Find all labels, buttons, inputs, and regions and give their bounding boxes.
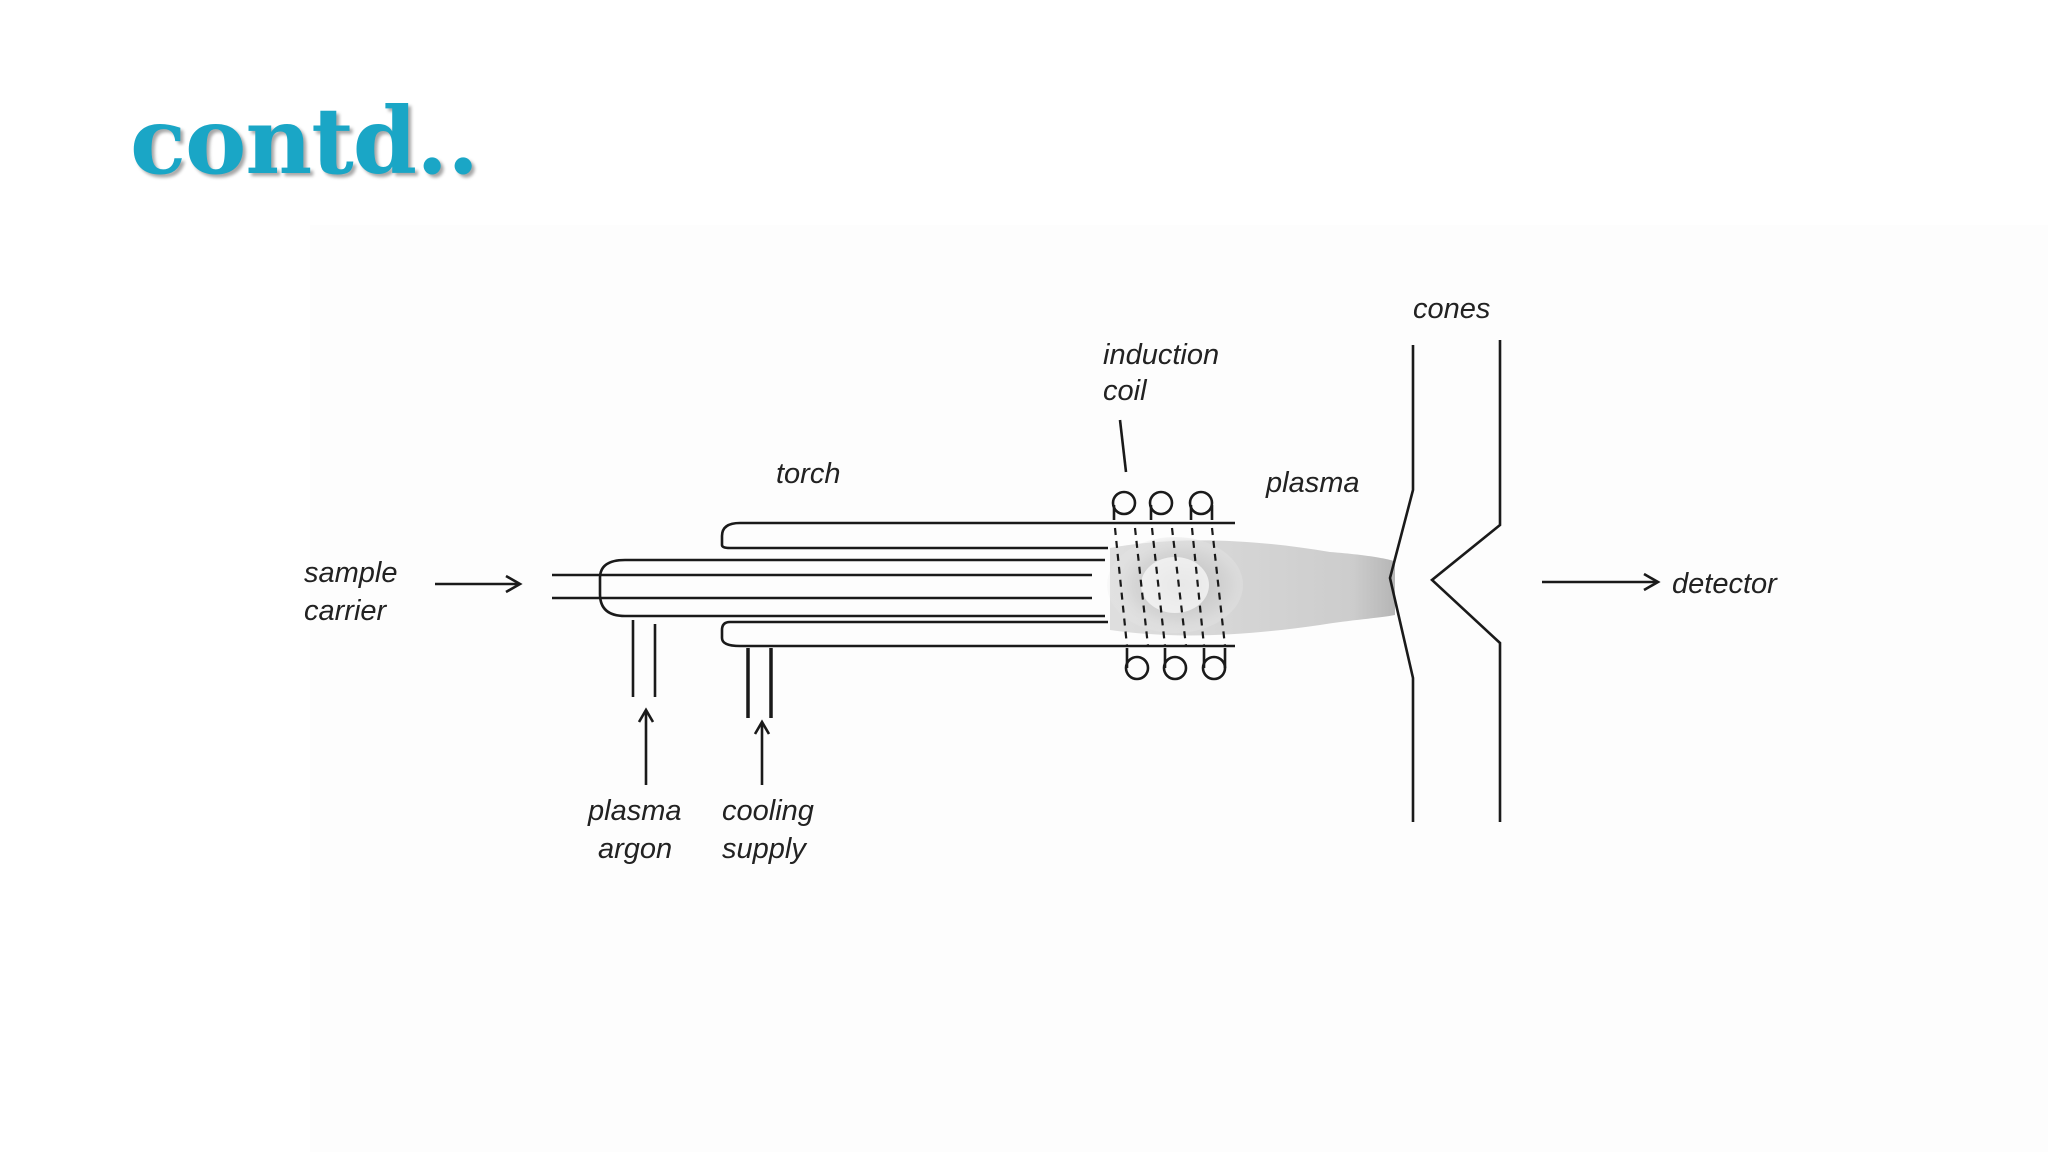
sampler-cones	[1388, 340, 1502, 822]
slide-title: contd..	[130, 87, 479, 195]
label-detector: detector	[1672, 568, 1778, 600]
diagram-panel	[310, 225, 2048, 1152]
label-sample: sample	[304, 557, 398, 589]
detector-arrow	[1542, 572, 1661, 592]
label-carrier: carrier	[304, 595, 388, 627]
label-cones: cones	[1413, 293, 1490, 325]
label-cooling: cooling	[722, 795, 814, 827]
torch-tubes	[552, 521, 1235, 718]
plasma-glow	[1107, 537, 1395, 636]
induction-coil	[1111, 419, 1227, 681]
label-coil: coil	[1103, 375, 1148, 407]
label-torch: torch	[776, 458, 840, 490]
plasma-argon-arrow	[637, 707, 655, 785]
label-plasma: plasma	[1265, 467, 1360, 499]
sample-carrier-arrow	[435, 574, 523, 594]
cooling-supply-arrow	[753, 719, 771, 785]
label-induction: induction	[1103, 339, 1219, 371]
label-supply: supply	[722, 833, 807, 865]
label-plasma-inlet: plasma	[587, 795, 682, 827]
label-argon: argon	[598, 833, 672, 865]
